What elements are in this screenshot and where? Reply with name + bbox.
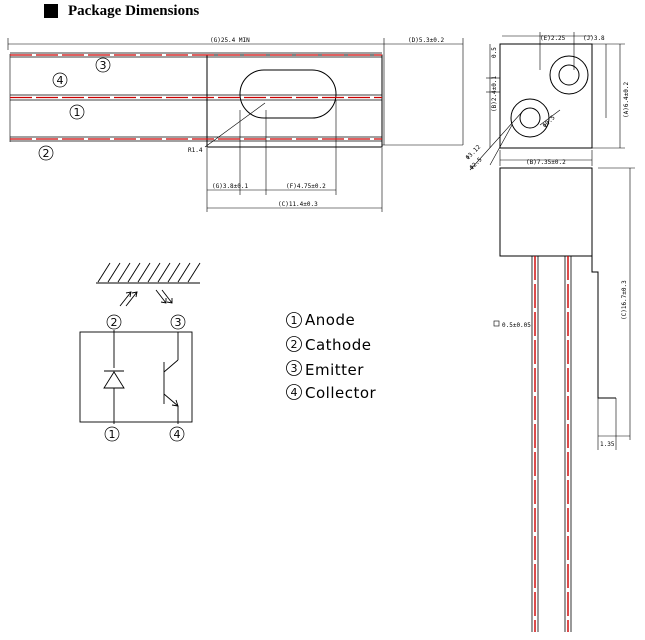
dim-top-h3: (A)6.4±0.2 <box>623 81 630 118</box>
pin-marker-3-label: 3 <box>100 59 107 72</box>
dim-body-length: (D)5.3±0.2 <box>408 37 445 44</box>
pin-marker-1 <box>69 104 85 120</box>
pin-marker-2 <box>38 145 54 161</box>
top-view <box>7 38 464 212</box>
dim-side-a: (E)2.25 <box>540 35 566 42</box>
legend-number-circle <box>286 384 302 400</box>
top-view-pin-markers: 3 4 1 2 <box>38 57 111 161</box>
schematic-pin-3 <box>170 314 186 330</box>
dim-top-h2: (B)2.4±0.1 <box>491 75 498 112</box>
legend-number-circle <box>286 360 302 376</box>
schematic-pin-1 <box>104 426 120 442</box>
dim-slot-b: (F)4.75±0.2 <box>286 183 326 190</box>
front-view-lead-stripes <box>534 256 569 632</box>
pin-legend: 1 Anode 2 Cathode 3 Emitter 4 Collector <box>286 311 377 402</box>
schematic <box>79 262 201 424</box>
page-title: Package Dimensions <box>68 2 200 19</box>
legend-number: 4 <box>291 386 298 399</box>
legend-item-collector: 4 Collector <box>286 384 377 402</box>
schematic-pin-4-label: 4 <box>174 428 181 441</box>
pin-marker-2-label: 2 <box>43 147 50 160</box>
dim-front-width: (B)7.35±0.2 <box>526 159 566 166</box>
dim-lead-gap: 1.35 <box>600 441 615 448</box>
dim-slot-a: (G)3.8±0.1 <box>212 183 249 190</box>
dim-front-height: (C)16.7±0.3 <box>621 280 628 320</box>
pin-marker-3 <box>95 57 111 73</box>
dim-lead-size: 0.5±0.05 <box>502 322 531 329</box>
title-bullet-icon <box>44 4 58 18</box>
page-header: Package Dimensions <box>44 2 199 20</box>
pin-marker-4-label: 4 <box>57 74 64 87</box>
pin-marker-1-label: 1 <box>74 106 81 119</box>
legend-number: 1 <box>291 314 298 327</box>
legend-number-circle <box>286 336 302 352</box>
legend-number: 2 <box>291 338 298 351</box>
legend-label: Emitter <box>305 361 364 379</box>
front-view <box>493 167 635 632</box>
dim-radius: R1.4 <box>188 147 203 154</box>
legend-label: Cathode <box>305 336 371 354</box>
side-view <box>469 32 625 171</box>
schematic-pin-1-label: 1 <box>109 428 116 441</box>
schematic-pin-markers: 2 3 1 4 <box>104 314 186 442</box>
dim-side-b: (J)3.8 <box>583 35 605 42</box>
schematic-pin-2 <box>106 314 122 330</box>
pin-marker-4 <box>52 72 68 88</box>
dim-top-h1: 0.5 <box>491 47 498 58</box>
legend-item-emitter: 3 Emitter <box>286 360 364 379</box>
legend-item-anode: 1 Anode <box>286 311 355 329</box>
top-view-lead-stripes <box>10 54 382 140</box>
dim-diam3: Φ0.5 <box>541 114 556 129</box>
legend-number-circle <box>286 312 302 328</box>
dim-overall-length: (G)25.4 MIN <box>210 37 250 44</box>
legend-label: Collector <box>305 384 377 402</box>
schematic-pin-4 <box>169 426 185 442</box>
dim-body-width: (C)11.4±0.3 <box>278 201 318 208</box>
legend-label: Anode <box>305 311 355 329</box>
schematic-pin-2-label: 2 <box>111 316 118 329</box>
legend-number: 3 <box>291 362 298 375</box>
schematic-pin-3-label: 3 <box>175 316 182 329</box>
legend-item-cathode: 2 Cathode <box>286 336 371 354</box>
